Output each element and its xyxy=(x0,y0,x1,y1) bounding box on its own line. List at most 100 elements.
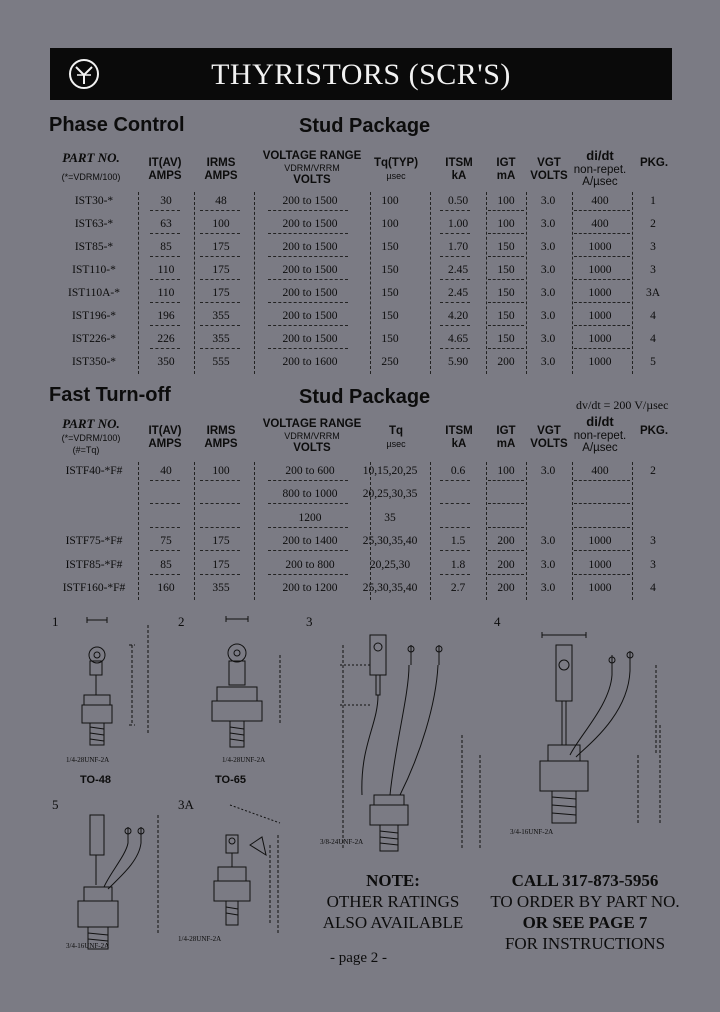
row-divider xyxy=(574,503,630,505)
cell-itsm: 2.45 xyxy=(447,264,469,276)
cell-voltage-range: 200 to 600 xyxy=(285,465,335,477)
hdr-voltage-range: VOLTAGE RANGE xyxy=(262,418,362,430)
hdr-irms-unit: AMPS xyxy=(204,170,238,182)
cell-tq: 150 xyxy=(381,287,399,299)
cell-tq: 100 xyxy=(381,218,399,230)
package-4-drawing xyxy=(539,632,661,825)
package-1-label: TO-48 xyxy=(80,774,111,786)
cell-part-no: ISTF160-*F# xyxy=(62,582,126,594)
cell-tq: 25,30,35,40 xyxy=(362,535,418,548)
cell-itsm: 1.00 xyxy=(447,218,469,230)
column-divider xyxy=(572,462,573,601)
figure-2-number: 2 xyxy=(178,614,185,629)
cell-itsm: 4.20 xyxy=(447,310,469,322)
row-divider xyxy=(150,325,180,326)
row-divider xyxy=(200,279,240,280)
row-divider xyxy=(574,480,630,481)
package-4-thread: 3/4-16UNF-2A xyxy=(510,828,554,836)
hdr-vgt: VGT xyxy=(537,425,561,437)
cell-irms: 100 xyxy=(212,218,230,230)
hdr-igt: IGT xyxy=(496,157,516,169)
cell-pkg: 2 xyxy=(650,465,656,477)
hdr-igt: IGT xyxy=(496,425,516,437)
column-divider xyxy=(526,462,527,601)
cell-pkg: 4 xyxy=(650,310,656,322)
row-divider xyxy=(574,550,630,552)
row-divider xyxy=(440,325,470,326)
order-line-1: TO ORDER BY PART NO. xyxy=(490,892,680,911)
cell-voltage-range: 200 to 1400 xyxy=(282,535,338,548)
cell-irms: 175 xyxy=(212,287,230,299)
row-divider xyxy=(574,573,630,575)
cell-tq: 150 xyxy=(381,333,399,345)
cell-vgt: 3.0 xyxy=(540,535,556,548)
row-divider xyxy=(440,348,470,349)
row-divider xyxy=(268,210,348,211)
cell-pkg: 3 xyxy=(650,535,656,548)
row-divider xyxy=(200,573,240,575)
row-divider xyxy=(150,302,180,303)
hdr-voltage-unit: VOLTS xyxy=(293,174,331,186)
cell-tq: 150 xyxy=(381,241,399,253)
row-divider xyxy=(200,233,240,234)
row-divider xyxy=(488,503,524,505)
column-divider xyxy=(486,192,487,374)
row-divider xyxy=(200,526,240,528)
column-divider xyxy=(194,192,195,374)
hdr-irms: IRMS xyxy=(206,157,236,169)
row-divider xyxy=(200,325,240,326)
hdr-part-sub2: (#=Tq) xyxy=(72,445,100,455)
hdr-part-no: PART NO. xyxy=(62,150,120,165)
cell-tq: 20,25,30 xyxy=(369,558,411,571)
cell-pkg: 1 xyxy=(650,195,656,207)
cell-pkg: 4 xyxy=(650,582,656,594)
cell-tq: 250 xyxy=(381,356,399,368)
hdr-itsm-unit: kA xyxy=(451,438,467,450)
row-divider xyxy=(268,526,348,528)
package-3-thread: 3/8-24UNF-2A xyxy=(320,838,364,846)
row-divider xyxy=(488,256,524,257)
cell-voltage-range: 200 to 1500 xyxy=(282,218,338,230)
cell-voltage-range: 800 to 1000 xyxy=(282,488,338,501)
row-divider xyxy=(268,279,348,280)
figure-3a-number: 3A xyxy=(178,797,194,812)
row-divider xyxy=(440,302,470,303)
row-divider xyxy=(574,256,630,257)
cell-pkg: 3A xyxy=(645,287,661,299)
cell-voltage-range: 200 to 1200 xyxy=(282,582,338,594)
hdr-igt-unit: mA xyxy=(496,170,516,182)
order-line-3: FOR INSTRUCTIONS xyxy=(504,934,666,953)
hdr-tq: Tq xyxy=(388,425,404,437)
row-divider xyxy=(574,302,630,303)
cell-igt: 200 xyxy=(497,535,515,548)
row-divider xyxy=(574,325,630,326)
row-divider xyxy=(488,573,524,575)
cell-irms: 48 xyxy=(215,195,227,207)
row-divider xyxy=(488,233,524,234)
phase-control-title: Phase Control xyxy=(49,114,185,136)
hdr-it-unit: AMPS xyxy=(148,170,182,182)
cell-igt: 200 xyxy=(497,582,515,594)
row-divider xyxy=(488,526,524,528)
hdr-part-sub: (*=VDRM/100) xyxy=(61,172,121,182)
row-divider xyxy=(488,279,524,280)
cell-vgt: 3.0 xyxy=(540,558,556,571)
row-divider xyxy=(574,279,630,280)
cell-pkg: 3 xyxy=(650,558,656,571)
cell-irms: 355 xyxy=(212,310,230,322)
cell-pkg: 2 xyxy=(650,218,656,230)
package-2-label: TO-65 xyxy=(215,774,246,786)
hdr-tq: Tq(TYP) xyxy=(373,157,419,169)
hdr-igt-unit: mA xyxy=(496,438,516,450)
cell-vgt: 3.0 xyxy=(540,195,556,207)
hdr-didt-sub: non-repet. xyxy=(573,164,627,176)
column-divider xyxy=(138,192,139,374)
cell-part-no: IST63-* xyxy=(74,218,114,230)
row-divider xyxy=(200,256,240,257)
hdr-didt-unit: A/µsec xyxy=(582,442,618,454)
cell-igt: 100 xyxy=(497,195,515,207)
cell-irms: 355 xyxy=(212,582,230,594)
column-divider xyxy=(370,192,371,374)
row-divider xyxy=(488,550,524,552)
cell-igt: 100 xyxy=(497,465,515,477)
